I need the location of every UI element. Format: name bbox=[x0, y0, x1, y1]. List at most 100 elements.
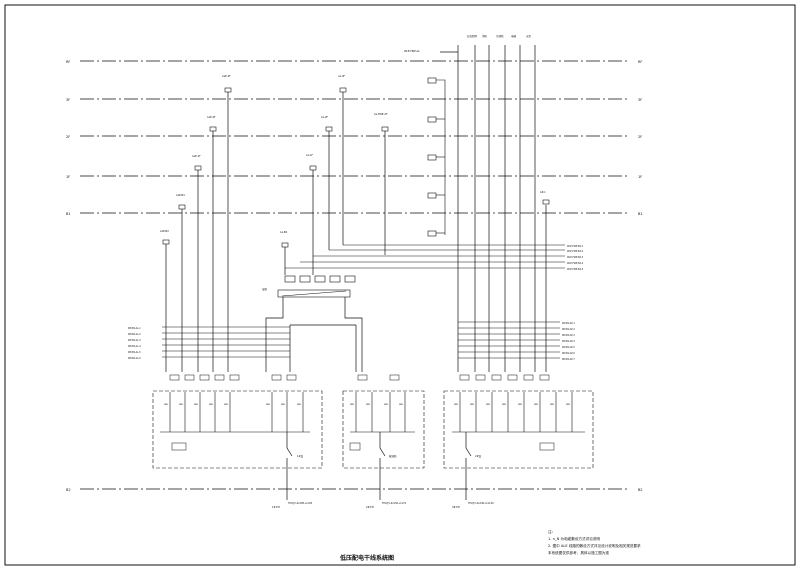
feeders-mid bbox=[285, 244, 565, 269]
drawing-frame bbox=[4, 4, 796, 566]
svg-text:WP-B2-AP-6: WP-B2-AP-6 bbox=[562, 352, 575, 355]
drawing-notes: 注： 1. n_N 为电缆敷设方式详见说明 2. 图中 ALE 线路的敷设方式详… bbox=[548, 529, 641, 557]
svg-text:ALE-2F: ALE-2F bbox=[207, 115, 216, 119]
svg-text:WP-B2-AP-3: WP-B2-AP-3 bbox=[562, 334, 575, 337]
svg-text:AL-3F: AL-3F bbox=[338, 74, 346, 78]
svg-text:NM1: NM1 bbox=[534, 404, 539, 406]
svg-text:ALE-3F: ALE-3F bbox=[222, 74, 231, 78]
right-floor-boxes bbox=[427, 77, 437, 237]
svg-text:3#-TM: 3#-TM bbox=[452, 506, 460, 509]
svg-text:AL-B2: AL-B2 bbox=[280, 230, 288, 234]
svg-text:WLE-FIRE-B2-4: WLE-FIRE-B2-4 bbox=[567, 262, 584, 265]
svg-text:NM1: NM1 bbox=[502, 404, 507, 406]
svg-text:NM1: NM1 bbox=[194, 404, 199, 406]
notes-header: 注： bbox=[548, 530, 556, 534]
floor-label-left-b1: B1 bbox=[66, 212, 71, 216]
svg-text:NM1: NM1 bbox=[566, 404, 571, 406]
note-1: 1. n_N 为电缆敷设方式详见说明 bbox=[548, 537, 601, 541]
svg-text:WLE-FIRE-B2-1: WLE-FIRE-B2-1 bbox=[567, 245, 584, 248]
floor-lines bbox=[80, 60, 630, 490]
svg-text:WLE-FIRE-B2-2: WLE-FIRE-B2-2 bbox=[567, 250, 584, 253]
floor-label-left-3f: 3F bbox=[66, 98, 70, 102]
svg-text:WP-B2-AP-7: WP-B2-AP-7 bbox=[562, 358, 575, 361]
feeders-left bbox=[162, 326, 290, 358]
svg-text:NM1: NM1 bbox=[224, 404, 229, 406]
svg-text:WP-B2-AP-4: WP-B2-AP-4 bbox=[562, 340, 575, 343]
switchgear-panels bbox=[152, 390, 594, 469]
transformer-left: 1#变 bbox=[297, 454, 304, 458]
floor-label-right-2f: 2F bbox=[638, 135, 642, 139]
top-box-4: 水泵 bbox=[526, 34, 532, 38]
floor-label-left-rf: RF bbox=[66, 60, 70, 64]
panel-ids bbox=[171, 442, 555, 451]
transformer-mid: 柴油机 bbox=[389, 454, 397, 458]
svg-text:1#-TM: 1#-TM bbox=[272, 506, 280, 509]
svg-text:NM1: NM1 bbox=[518, 404, 523, 406]
floor-label-right-1f: 1F bbox=[638, 175, 642, 179]
svg-text:NM1: NM1 bbox=[297, 404, 302, 406]
svg-text:AL-FIRE-2F: AL-FIRE-2F bbox=[374, 112, 388, 116]
riser-boxes bbox=[162, 87, 550, 248]
svg-text:WP-B2-AL-5: WP-B2-AL-5 bbox=[128, 351, 141, 354]
cable-label-1: TM-YJV-4x150+1x70 bbox=[382, 502, 407, 505]
svg-text:ALE-1F: ALE-1F bbox=[192, 154, 201, 158]
top-box-1: 消防 bbox=[482, 34, 488, 38]
svg-text:AL-2F: AL-2F bbox=[321, 115, 329, 119]
transfer-unit bbox=[277, 275, 356, 298]
svg-text:WP-B2-AL-3: WP-B2-AL-3 bbox=[128, 339, 141, 342]
floor-label-right-rf: RF bbox=[638, 60, 642, 64]
cable-label-2: TM-YJV-4x240+1x120 bbox=[468, 502, 494, 505]
floor-label-left-b2: B2 bbox=[66, 488, 71, 492]
floor-label-left-1f: 1F bbox=[66, 175, 70, 179]
svg-text:NM1: NM1 bbox=[486, 404, 491, 406]
floor-label-right-b1: B1 bbox=[638, 212, 643, 216]
svg-text:WP-B2-AL-4: WP-B2-AL-4 bbox=[128, 345, 141, 348]
top-box-2: 空调机 bbox=[496, 34, 504, 38]
svg-text:NM1: NM1 bbox=[350, 404, 355, 406]
top-box-3: 电梯 bbox=[511, 34, 517, 38]
svg-text:WP-B2-AL-6: WP-B2-AL-6 bbox=[128, 357, 141, 360]
svg-text:NM1: NM1 bbox=[164, 404, 169, 406]
svg-text:AP-1: AP-1 bbox=[540, 190, 546, 194]
floor-label-right-b2: B2 bbox=[638, 488, 643, 492]
risers-right bbox=[440, 45, 547, 372]
svg-text:NM1: NM1 bbox=[399, 404, 404, 406]
svg-text:ALE-B2: ALE-B2 bbox=[160, 229, 169, 233]
svg-text:NM1: NM1 bbox=[384, 404, 389, 406]
floor-label-left-2f: 2F bbox=[66, 135, 70, 139]
top-box-0: 应急照明 bbox=[467, 34, 478, 38]
svg-text:AL-1F: AL-1F bbox=[306, 153, 314, 157]
drawing-title: 低压配电干线系统图 bbox=[340, 555, 395, 562]
svg-text:WP-B2-AP-1: WP-B2-AP-1 bbox=[562, 322, 575, 325]
panel-right bbox=[443, 390, 594, 469]
svg-text:NM1: NM1 bbox=[366, 404, 371, 406]
svg-text:WLE-FIRE-AL: WLE-FIRE-AL bbox=[404, 49, 420, 53]
top-labels: 应急照明 消防 空调机 电梯 水泵 WLE-FIRE-AL bbox=[404, 34, 532, 53]
svg-text:WLE-FIRE-B2-5: WLE-FIRE-B2-5 bbox=[567, 268, 584, 271]
svg-text:NM1: NM1 bbox=[470, 404, 475, 406]
main-switches bbox=[286, 432, 472, 500]
svg-text:WP-B2-AP-5: WP-B2-AP-5 bbox=[562, 346, 575, 349]
svg-text:WP-B2-AL-1: WP-B2-AL-1 bbox=[128, 327, 141, 330]
svg-text:WLE-FIRE-B2-3: WLE-FIRE-B2-3 bbox=[567, 256, 584, 259]
svg-text:WP-B2-AL-2: WP-B2-AL-2 bbox=[128, 333, 141, 336]
floor-label-right-3f: 3F bbox=[638, 98, 642, 102]
svg-text:NM1: NM1 bbox=[550, 404, 555, 406]
note-3: 本系统图仅供参考，具体以施工图为准 bbox=[548, 551, 610, 555]
cable-label-0: TM-YJV-4x185+1x95 bbox=[288, 502, 313, 505]
feeders-right bbox=[458, 321, 560, 359]
breaker-tags bbox=[169, 374, 550, 381]
svg-text:NM1: NM1 bbox=[281, 404, 286, 406]
panel-left bbox=[152, 390, 323, 469]
svg-text:2#-TM: 2#-TM bbox=[366, 506, 374, 509]
note-2: 2. 图中 ALE 线路的敷设方式详见设计说明及相关规范要求 bbox=[548, 544, 641, 548]
transformer-right: 2#变 bbox=[475, 454, 482, 458]
svg-text:WP-B2-AP-2: WP-B2-AP-2 bbox=[562, 328, 575, 331]
svg-text:NM1: NM1 bbox=[179, 404, 184, 406]
risers-left bbox=[165, 90, 386, 372]
svg-text:ALE-B1: ALE-B1 bbox=[176, 193, 185, 197]
panel-mid bbox=[342, 390, 425, 469]
bus-label: 母联 bbox=[262, 287, 268, 291]
